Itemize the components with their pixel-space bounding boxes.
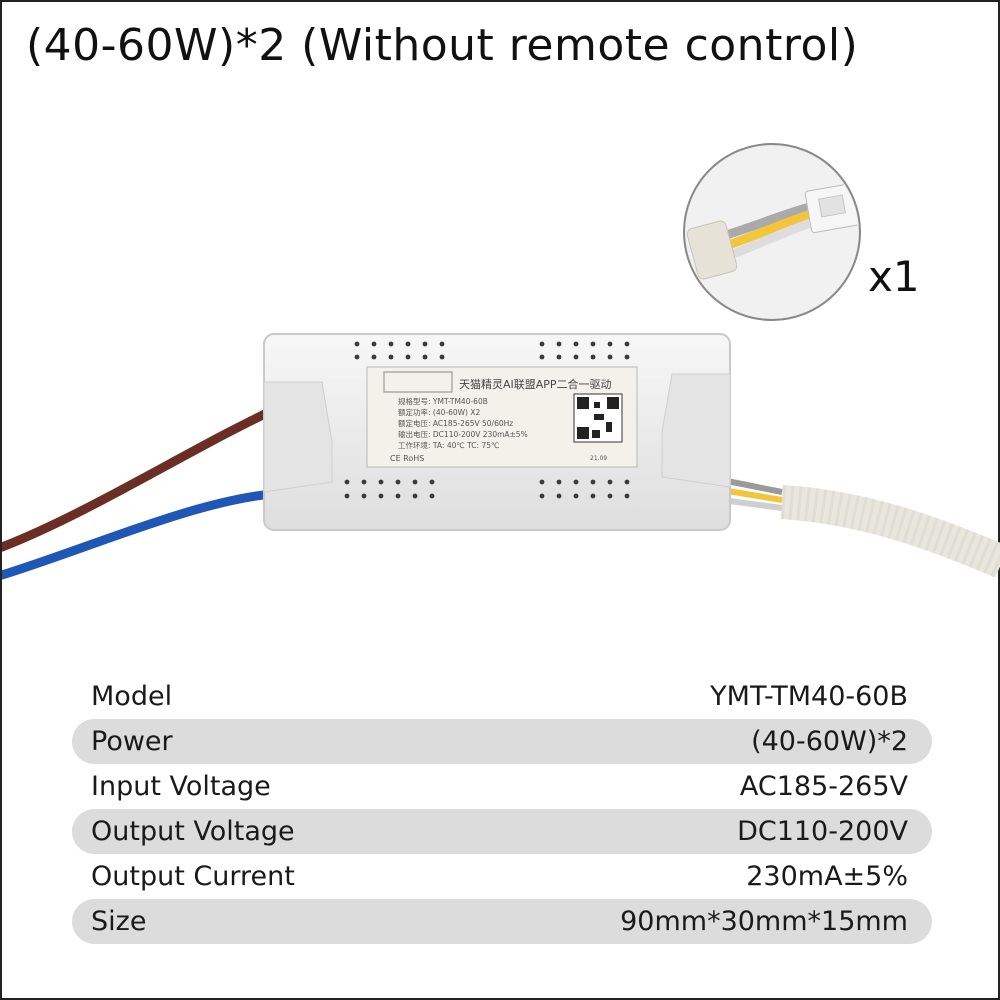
- spec-row: Input Voltage AC185-265V: [72, 764, 932, 809]
- connector-inset: [683, 143, 861, 321]
- label-header: 天猫精灵AI联盟APP二合一驱动: [459, 377, 612, 391]
- spec-row: Size 90mm*30mm*15mm: [72, 899, 932, 944]
- quantity-label: x1: [868, 252, 920, 301]
- label-line: 额定电压: AC185-265V 50/60Hz: [398, 418, 513, 428]
- spec-value: DC110-200V: [737, 816, 908, 847]
- spec-table: Model YMT-TM40-60B Power (40-60W)*2 Inpu…: [72, 674, 932, 944]
- date-code: 21.09: [590, 455, 607, 462]
- spec-row: Output Current 230mA±5%: [72, 854, 932, 899]
- spec-label: Output Voltage: [91, 816, 295, 847]
- spec-label: Output Current: [91, 861, 295, 892]
- label-line: 额定功率: (40-60W) X2: [398, 407, 480, 417]
- spec-label: Size: [91, 906, 147, 937]
- label-line: 规格型号: YMT-TM40-60B: [398, 396, 488, 406]
- output-cable: [721, 477, 1000, 578]
- spec-value: 90mm*30mm*15mm: [620, 906, 908, 937]
- page-title: (40-60W)*2 (Without remote control): [26, 20, 859, 71]
- spec-row: Power (40-60W)*2: [72, 719, 932, 764]
- brown-wire: [2, 402, 285, 552]
- spec-value: AC185-265V: [739, 771, 908, 802]
- spec-value: 230mA±5%: [746, 861, 908, 892]
- label-line: 输出电压: DC110-200V 230mA±5%: [398, 429, 528, 439]
- blue-wire: [2, 489, 277, 580]
- spec-label: Power: [91, 726, 173, 757]
- label-line: 工作环境: TA: 40℃ TC: 75℃: [398, 440, 499, 450]
- cert-marks: CE RoHS: [390, 454, 424, 463]
- spec-label: Input Voltage: [91, 771, 271, 802]
- spec-row: Output Voltage DC110-200V: [72, 809, 932, 854]
- spec-row: Model YMT-TM40-60B: [72, 674, 932, 719]
- qr-code: [573, 393, 623, 443]
- spec-value: (40-60W)*2: [751, 726, 908, 757]
- spec-value: YMT-TM40-60B: [710, 681, 908, 712]
- spec-label: Model: [91, 681, 173, 712]
- product-image: 天猫精灵AI联盟APP二合一驱动 规格型号: YMT-TM40-60B 额定功率…: [2, 143, 1000, 580]
- product-label: 天猫精灵AI联盟APP二合一驱动 规格型号: YMT-TM40-60B 额定功率…: [366, 366, 638, 468]
